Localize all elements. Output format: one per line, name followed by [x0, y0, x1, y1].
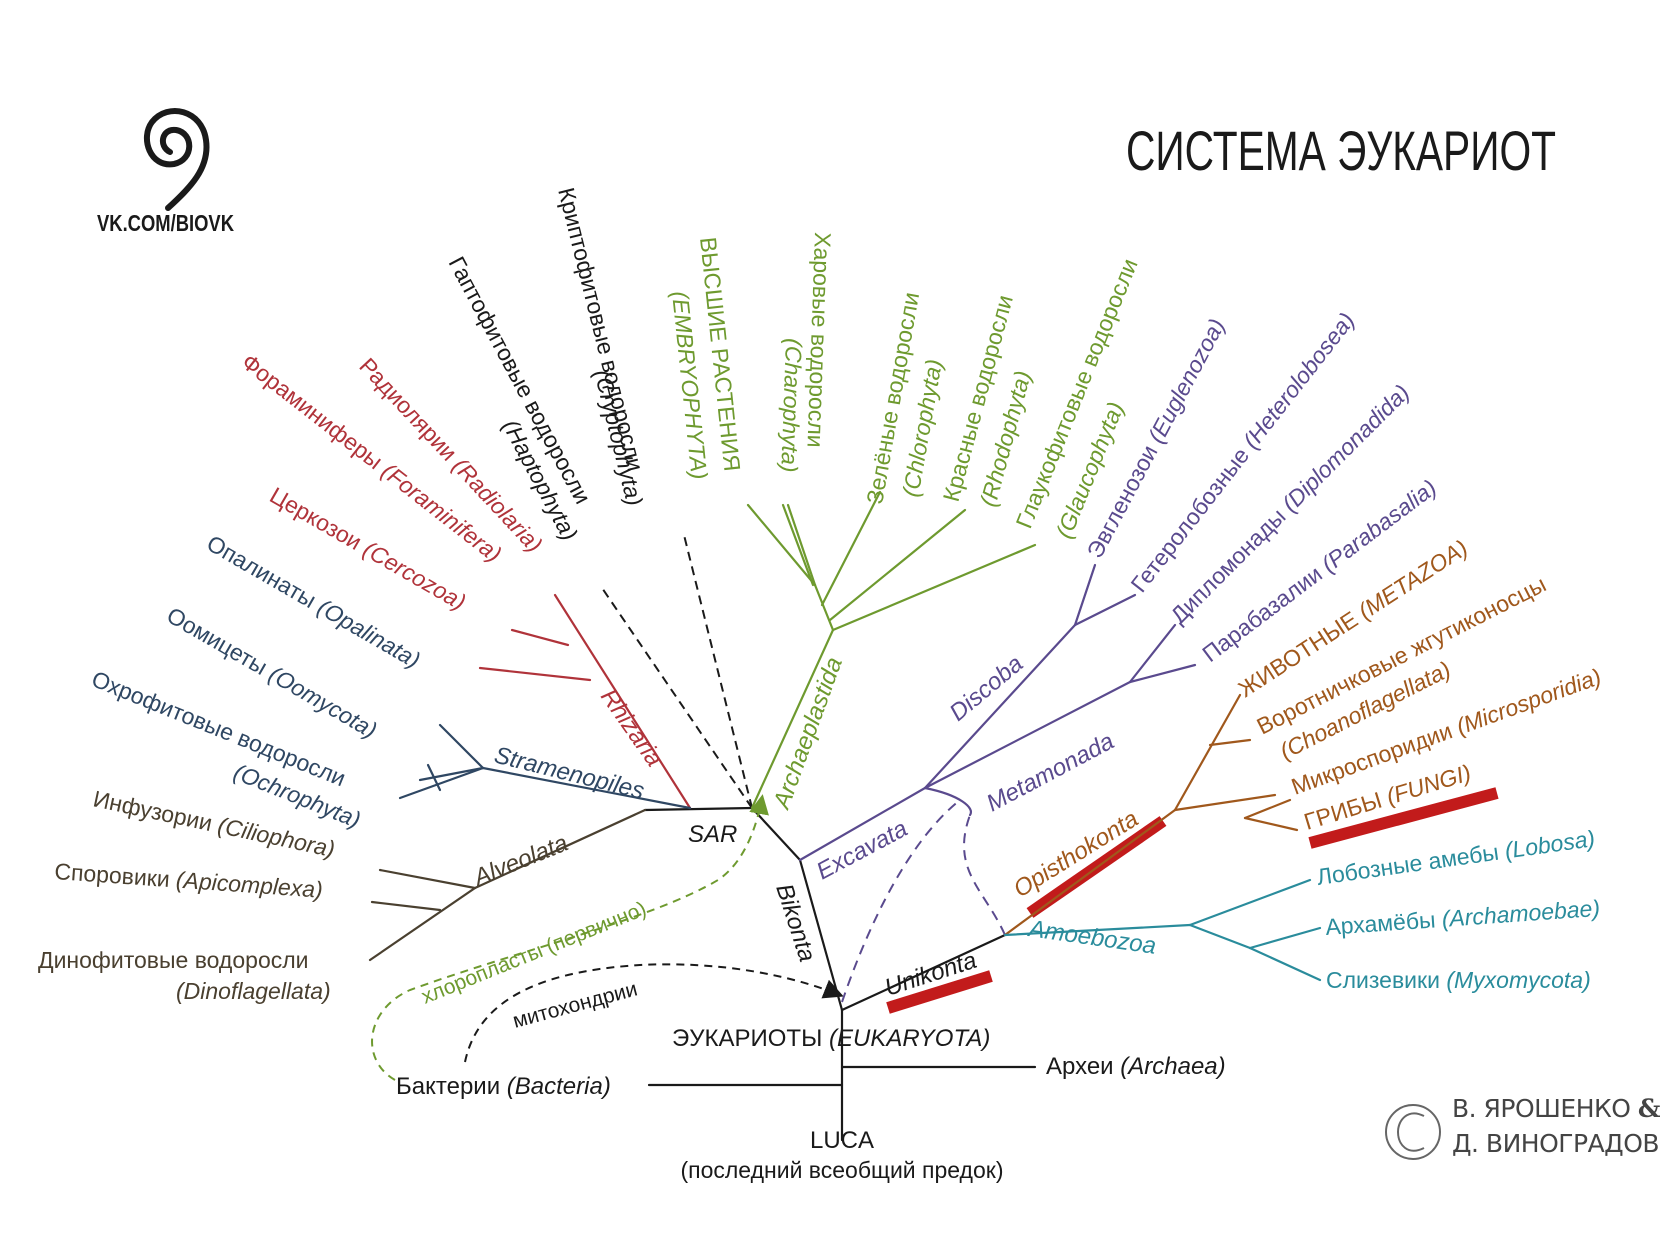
clade-metamonada: Metamonada	[982, 728, 1118, 818]
taxon-apicomplexa: Споровики (Apicomplexa)	[54, 858, 324, 903]
archaea-label: Археи (Archaea)	[1046, 1053, 1226, 1080]
author-1: В. ЯРОШЕНКО &	[1452, 1094, 1661, 1123]
clade-excavata: Excavata	[812, 815, 912, 885]
bacteria-label: Бактерии (Bacteria)	[396, 1073, 611, 1100]
taxon-myxomycota: Слизевики (Myxomycota)	[1326, 967, 1591, 993]
excavata-dashed-link	[841, 799, 961, 1003]
opisthokonta-branches	[1003, 693, 1299, 937]
highlight-fungi	[1308, 787, 1499, 849]
luca-label: LUCA	[810, 1127, 874, 1154]
clade-rhizaria: Rhizaria	[595, 684, 668, 772]
source-link[interactable]: VK.COM/BIOVK	[97, 210, 234, 236]
taxon-archamoebae: Архамёбы (Archamoebae)	[1325, 895, 1601, 940]
taxon-cryptophyta: Криптофитовые водоросли	[553, 185, 649, 474]
highlight-unikonta	[886, 970, 993, 1014]
taxon-dinoflagellata-latin: (Dinoflagellata)	[176, 978, 331, 1004]
amoebozoa-branches	[1003, 878, 1322, 982]
alveolata-branches	[368, 808, 647, 962]
taxon-dinoflagellata: Динофитовые водоросли	[38, 947, 309, 973]
clade-amoebozoa: Amoebozoa	[1025, 915, 1158, 960]
archaeplastida-branches	[746, 490, 1037, 810]
metamonada-dashed-link	[963, 814, 1006, 936]
excavata-branches	[798, 563, 1197, 862]
mitochondria-label: митохондрии	[510, 978, 640, 1033]
clade-bikonta: Bikonta	[770, 881, 820, 965]
clade-archaeplastida: Archaeplastida	[768, 654, 848, 814]
clade-sar: SAR	[688, 821, 737, 848]
clade-stramenopiles: Stramenopiles	[492, 742, 647, 805]
stramenopiles-branches	[398, 723, 692, 810]
eukaryota-label: ЭУКАРИОТЫ (EUKARYOTA)	[672, 1025, 990, 1052]
author-2: Д. ВИНОГРАДОВ	[1452, 1129, 1659, 1158]
taxon-charophyta-latin: (Charophyta)	[776, 338, 807, 473]
copyright-icon	[1385, 1104, 1441, 1160]
luca-description: (последний всеобщий предок)	[680, 1157, 1003, 1183]
clade-alveolata: Alveolata	[468, 830, 572, 893]
chloroplasts-arrow	[371, 794, 769, 1081]
rhizaria-branches	[478, 593, 692, 810]
spiral-logo-icon	[144, 108, 210, 211]
cryptophyta-branch	[683, 534, 753, 809]
mitochondria-arrow	[464, 963, 844, 1063]
page-title: СИСТЕМА ЭУКАРИОТ	[1126, 119, 1556, 182]
